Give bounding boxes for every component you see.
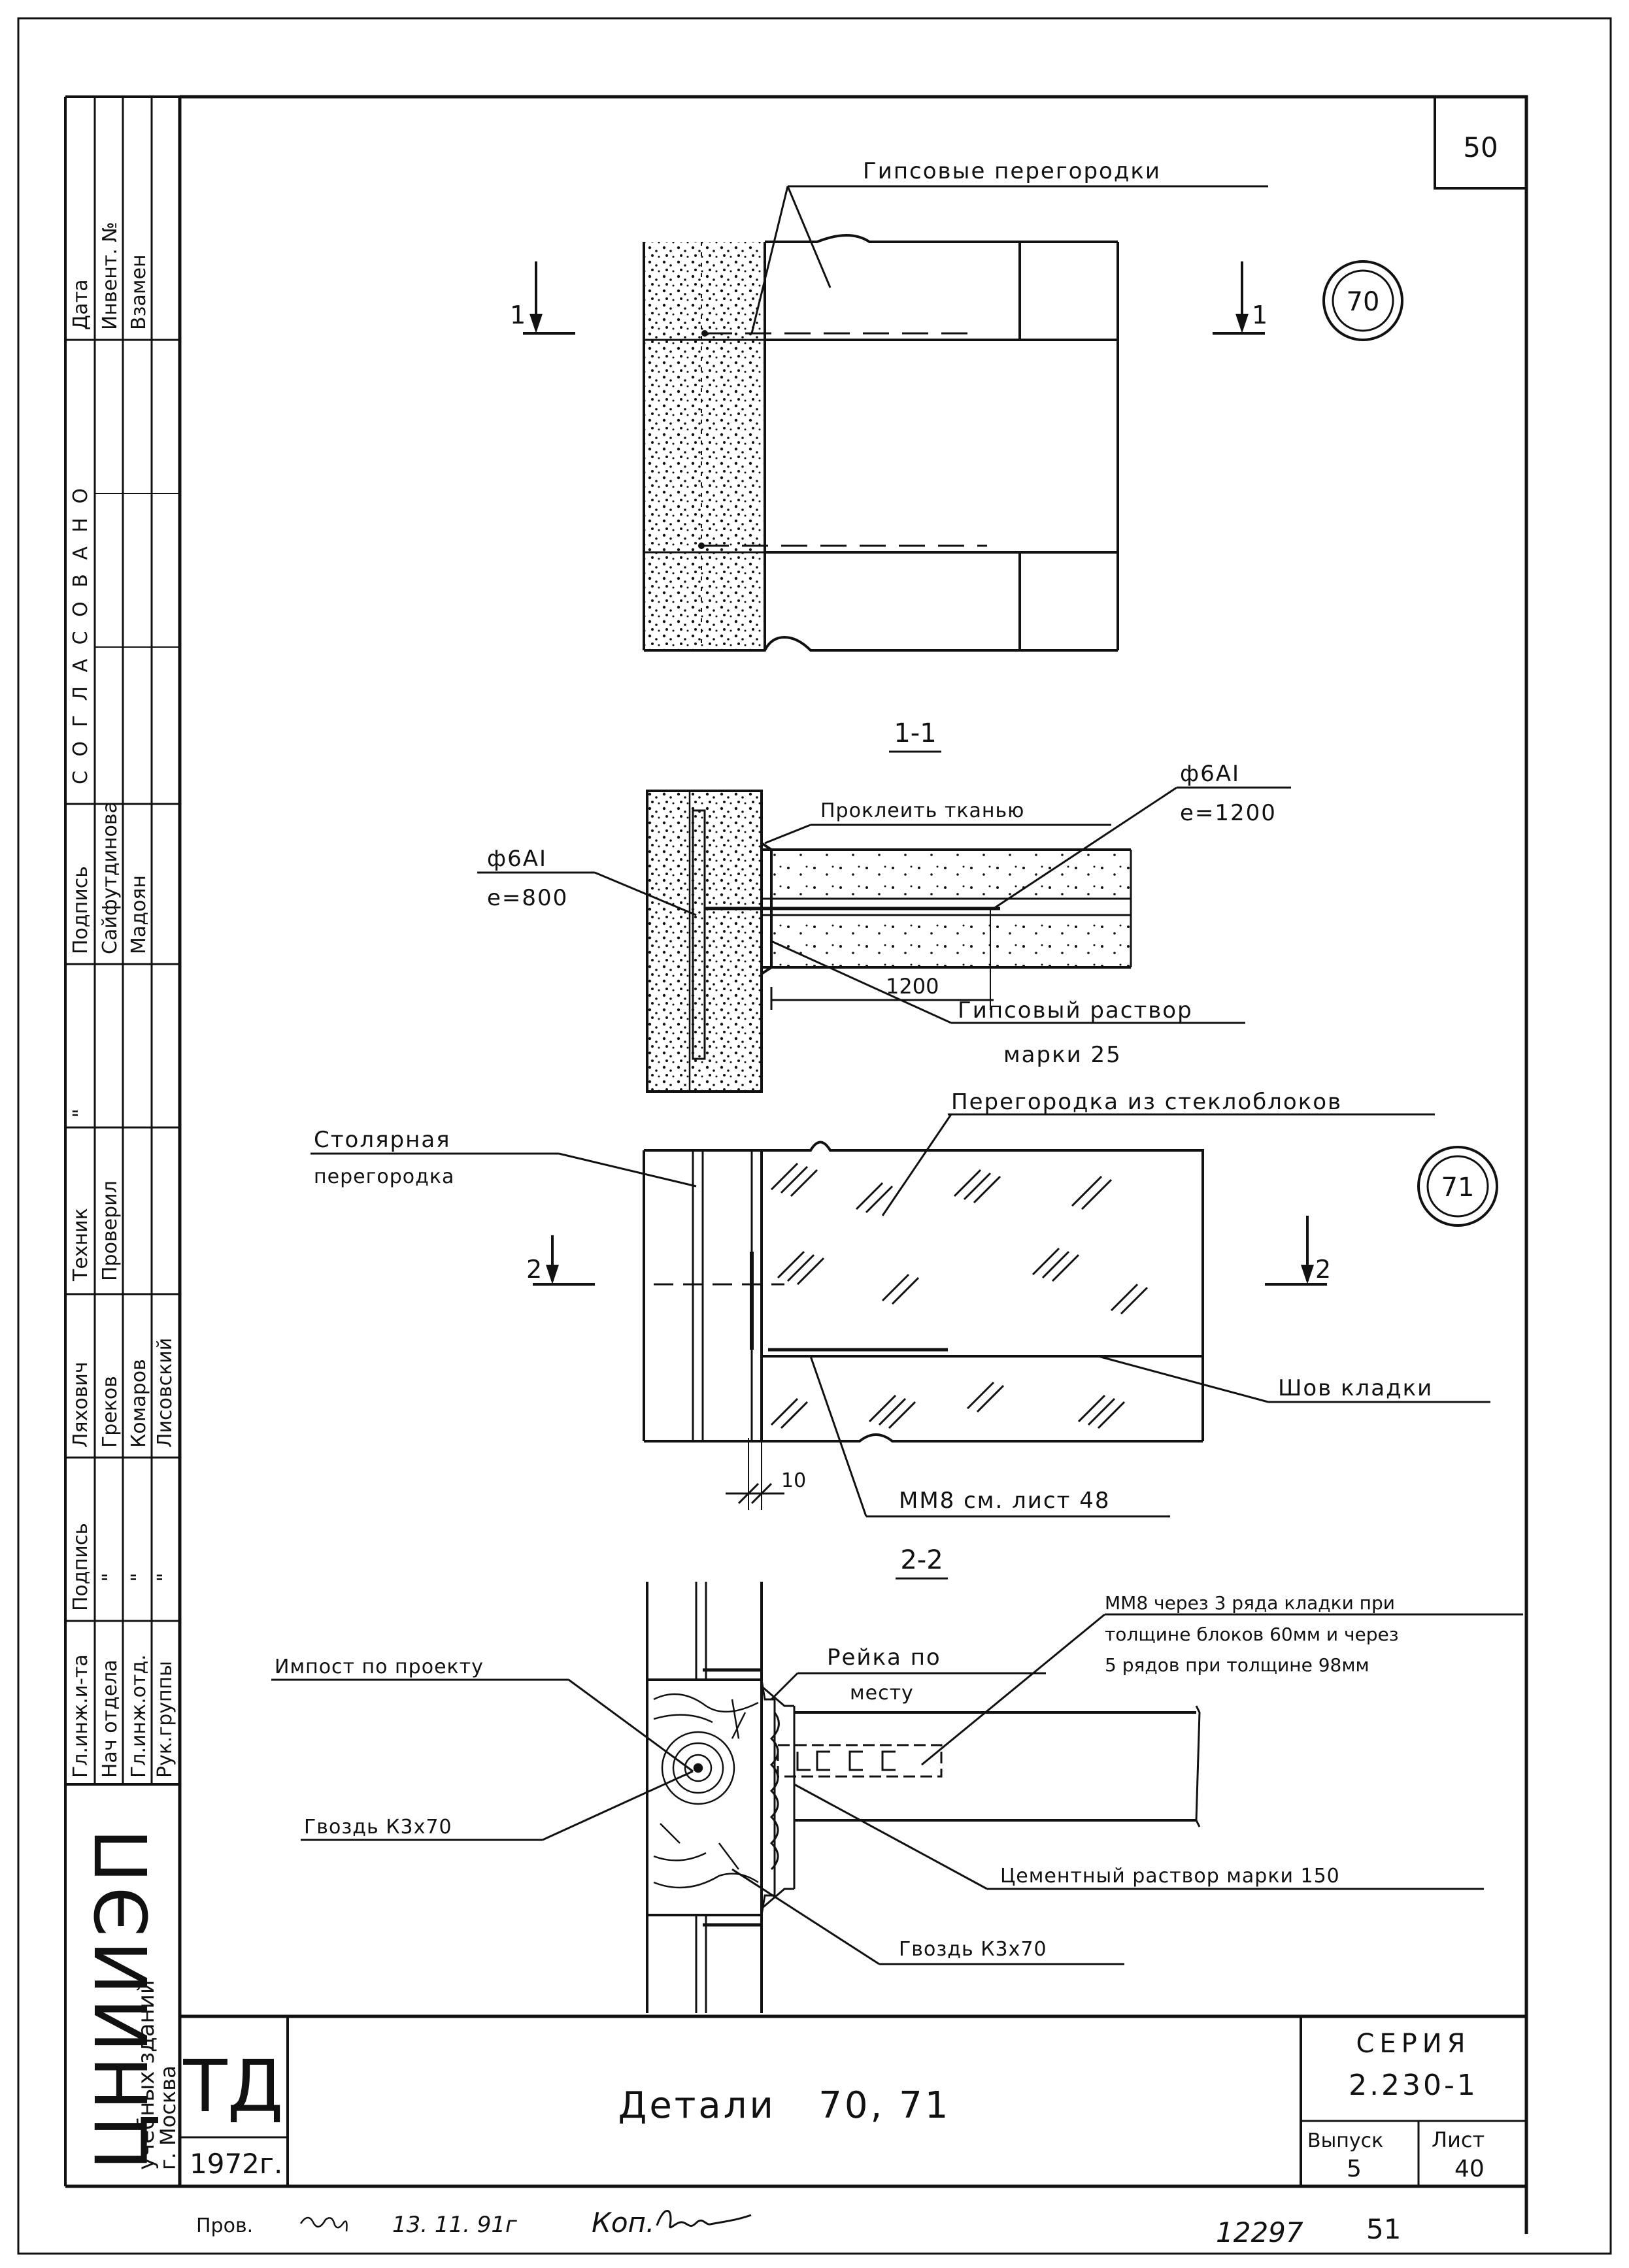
org-subtitle-2: г. Москва — [156, 2065, 180, 2170]
copy-signature — [656, 2210, 752, 2229]
year: 1972г. — [190, 2148, 282, 2180]
label-gypsum-partitions: Гипсовые перегородки — [863, 158, 1161, 184]
stamp-cell: Гл.инж.и-та — [69, 1654, 92, 1778]
mortar-label-2: марки 25 — [1003, 1042, 1122, 1068]
issue-label: Выпуск — [1307, 2129, 1383, 2152]
stamp-cell: Комаров — [127, 1359, 150, 1448]
stamp-cell: Техник — [69, 1208, 92, 1282]
stamp-cell: Подпись — [69, 1523, 92, 1611]
stamp-cell: " — [69, 1109, 92, 1118]
cut-1-right-label: 1 — [1252, 301, 1268, 329]
ref-number-2: 51 — [1366, 2213, 1401, 2245]
label-masonry-joint: Шов кладки — [1278, 1375, 1433, 1401]
side-stamp: Дата Инвент. № Взамен С О Г Л А С О В А … — [65, 97, 180, 2170]
check-label: Пров. — [196, 2214, 253, 2237]
section-1-1: 1-1 Проклеить тканью ф6АI е=1200 ф6АI е=… — [477, 718, 1291, 1093]
issue-value: 5 — [1347, 2156, 1362, 2182]
section-2-2-title: 2-2 — [900, 1545, 943, 1575]
stamp-replaces: Взамен — [127, 254, 150, 330]
stamp-cell: Греков — [99, 1376, 122, 1448]
rod-right-2: е=1200 — [1180, 800, 1277, 826]
batten-label-1: Рейка по — [827, 1644, 941, 1671]
page-number: 50 — [1463, 131, 1498, 163]
stamp-date: Дата — [69, 279, 92, 330]
stamp-cell: Подпись — [69, 866, 92, 954]
cut-1-left-label: 1 — [510, 301, 526, 329]
section-2-2: 2-2 Рейка по месту — [271, 1545, 1523, 2013]
label-nail-2: Гвоздь К3х70 — [899, 1938, 1047, 1961]
label-glass-blocks: Перегородка из стеклоблоков — [951, 1089, 1342, 1115]
title-block: ТД 1972г. Детали 70, 71 СЕРИЯ 2.230-1 Вы… — [180, 2014, 1526, 2186]
mortar-label-1: Гипсовый раствор — [958, 997, 1193, 1024]
stamp-cell: Гл.инж.отд. — [127, 1654, 150, 1778]
label-nail-1: Гвоздь К3х70 — [304, 1816, 452, 1839]
label-glue: Проклеить тканью — [820, 799, 1024, 822]
stamp-cell: Мадоян — [127, 875, 150, 954]
stamp-cell: Лисовский — [154, 1338, 176, 1448]
stamp-cell: " — [154, 1573, 176, 1582]
rod-left-2: е=800 — [487, 885, 568, 911]
org-subtitle-1: учебных зданий — [133, 1980, 160, 2170]
series-value: 2.230-1 — [1349, 2069, 1478, 2102]
label-cement: Цементный раствор марки 150 — [1000, 1865, 1340, 1888]
joinery-label-1: Столярная — [314, 1127, 451, 1153]
rod-left-1: ф6АI — [487, 846, 547, 872]
series-label: СЕРИЯ — [1356, 2029, 1470, 2059]
mm8-note-1: ММ8 через 3 ряда кладки при — [1105, 1592, 1395, 1614]
sheet-title: Детали 70, 71 — [618, 2084, 951, 2127]
section-1-1-title: 1-1 — [894, 718, 936, 748]
label-impost: Импост по проекту — [275, 1656, 484, 1678]
org-logo: ЦНИИЭП — [80, 1825, 164, 2170]
label-mm8-ref: ММ8 см. лист 48 — [899, 1488, 1110, 1514]
glass-hatching — [770, 1162, 1149, 1429]
stamp-inventory: Инвент. № — [99, 222, 122, 330]
marker-71: 71 — [1441, 1173, 1475, 1203]
dim-10: 10 — [781, 1469, 806, 1492]
detail-70-plan: Гипсовые перегородки 1 1 70 — [510, 158, 1403, 652]
dim-1200: 1200 — [886, 974, 939, 999]
mm8-note-3: 5 рядов при толщине 98мм — [1105, 1654, 1369, 1676]
copy-label: Коп. — [592, 2207, 654, 2239]
detail-71-plan: Перегородка из стеклоблоков Столярная — [311, 1089, 1498, 1518]
stamp-cell: Нач отдела — [99, 1659, 122, 1778]
list-value: 40 — [1454, 2156, 1485, 2182]
batten-label-2: месту — [850, 1682, 914, 1705]
stamp-cell: Проверил — [99, 1180, 122, 1281]
page-number-box — [1434, 95, 1528, 190]
cut-2-right-label: 2 — [1315, 1255, 1331, 1284]
mm8-note-2: толщине блоков 60мм и через — [1105, 1624, 1399, 1645]
stamp-cell: " — [127, 1573, 150, 1582]
wood-impost-grain — [653, 1693, 759, 1889]
stamp-cell: Рук.группы — [154, 1661, 176, 1778]
td-mark: ТД — [182, 2044, 283, 2128]
stamp-agreed: С О Г Л А С О В А Н О — [69, 484, 92, 784]
check-date: 13. 11. 91г — [392, 2212, 518, 2238]
initials-scribble — [299, 2216, 348, 2232]
ref-number-1: 12297 — [1216, 2216, 1303, 2248]
joinery-label-2: перегородка — [314, 1165, 454, 1188]
rod-right-1: ф6АI — [1180, 761, 1240, 787]
list-label: Лист — [1432, 2127, 1485, 2152]
outer-border — [17, 17, 1612, 2255]
stamp-cell: Ляхович — [69, 1361, 92, 1448]
marker-70: 70 — [1347, 287, 1380, 317]
stamp-cell: Сайфутдинова — [99, 801, 122, 954]
stamp-cell: " — [99, 1573, 122, 1582]
cut-2-left-label: 2 — [526, 1255, 542, 1284]
